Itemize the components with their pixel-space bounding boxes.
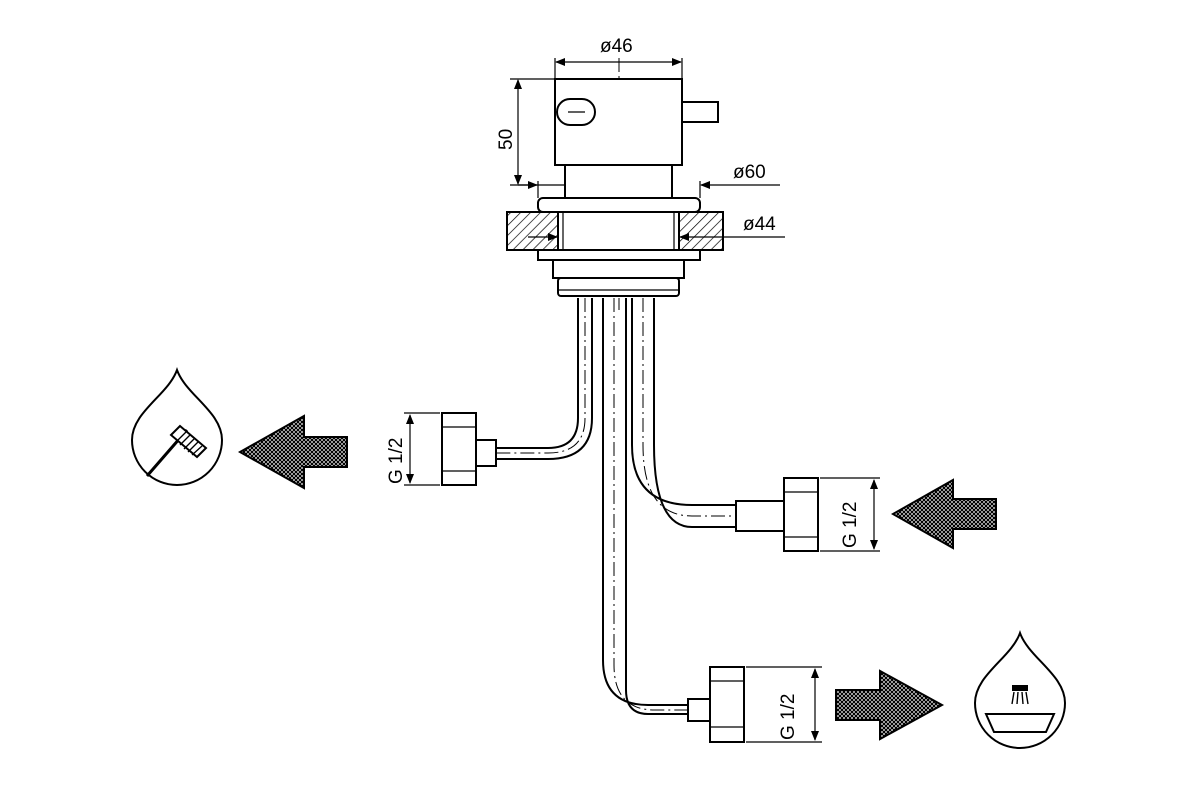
dimension-height: 50 bbox=[496, 78, 565, 186]
fitting-right-inlet: G 1/2 bbox=[783, 477, 880, 552]
dimension-hole-diameter: ø44 bbox=[528, 214, 785, 241]
hose-left-outlet bbox=[460, 298, 593, 460]
dimension-top-diameter: ø46 bbox=[554, 36, 683, 79]
left-thread-label: G 1/2 bbox=[386, 438, 407, 484]
height-label: 50 bbox=[496, 129, 517, 150]
hose-bottom-outlet bbox=[602, 298, 720, 715]
flow-arrow-bottom bbox=[835, 669, 945, 741]
hole-diameter-label: ø44 bbox=[743, 214, 776, 235]
hose-right-inlet bbox=[631, 298, 785, 532]
flow-arrow-right bbox=[890, 478, 997, 550]
right-thread-label: G 1/2 bbox=[840, 502, 861, 548]
top-diameter-label: ø46 bbox=[600, 36, 633, 57]
water-drop-hand-shower-icon bbox=[130, 367, 224, 486]
bottom-thread-label: G 1/2 bbox=[778, 694, 799, 740]
faucet-body bbox=[506, 78, 724, 297]
water-drop-bath-spout-icon bbox=[973, 630, 1067, 749]
flow-arrow-left bbox=[237, 414, 348, 490]
flange-diameter-label: ø60 bbox=[733, 162, 766, 183]
fitting-left-outlet: G 1/2 bbox=[386, 412, 497, 486]
dimension-flange-diameter: ø60 bbox=[518, 162, 780, 198]
fitting-bottom-outlet: G 1/2 bbox=[687, 666, 822, 743]
